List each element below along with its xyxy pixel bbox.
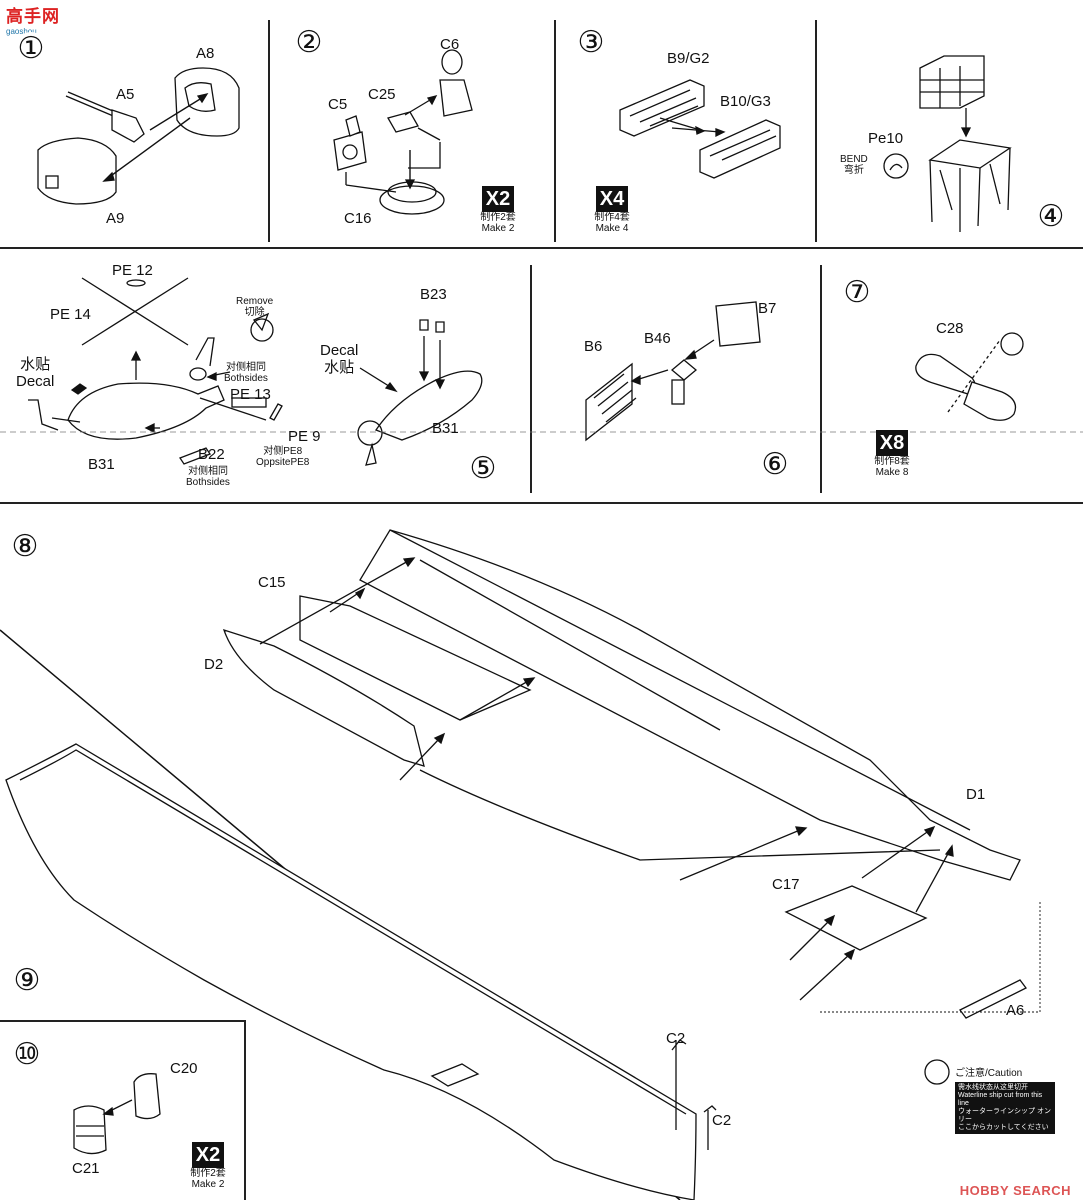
part-label-d1: D1: [966, 786, 986, 803]
divider-5a-5: [530, 265, 532, 493]
watermark-bottom-right: HOBBY SEARCH: [959, 1183, 1071, 1198]
step-number-5: ⑤: [466, 452, 500, 486]
part-label-a5: A5: [116, 86, 135, 103]
part-label-b31-right: B31: [432, 420, 459, 437]
part-label-b6: B6: [584, 338, 603, 355]
part-label-b46: B46: [644, 330, 671, 347]
divider-6-7: [820, 265, 822, 493]
step5-helicopter-art: [28, 277, 283, 465]
part-label-b7: B7: [758, 300, 777, 317]
step-number-8: ⑧: [8, 530, 42, 564]
part-label-c25: C25: [368, 86, 396, 103]
part-label-c6: C6: [440, 36, 460, 53]
step-number-9: ⑨: [10, 964, 44, 998]
part-label-c17: C17: [772, 876, 800, 893]
part-label-b31-left: B31: [88, 456, 115, 473]
step2-art: [333, 49, 473, 215]
step-number-1: ①: [14, 32, 48, 66]
make-2-step10: X2 制作2套 Make 2: [190, 1142, 226, 1190]
cutter-icon: [924, 1059, 950, 1085]
part-label-d2: D2: [204, 656, 224, 673]
part-label-pe12: PE 12: [112, 262, 153, 279]
step3-art: [619, 79, 781, 179]
part-label-b9-g2: B9/G2: [667, 50, 710, 67]
step1-art: [37, 67, 240, 205]
step-number-6: ⑥: [758, 448, 792, 482]
part-label-b10-g3: B10/G3: [720, 93, 771, 110]
part-label-c16: C16: [344, 210, 372, 227]
part-label-c2-upper: C2: [666, 1030, 686, 1047]
part-label-pe10: Pe10: [868, 130, 904, 147]
divider-step10-top: [0, 1020, 244, 1022]
step9-art: [0, 629, 717, 1200]
part-label-b22: B22: [198, 446, 225, 463]
part-label-c28: C28: [936, 320, 964, 337]
step-number-3: ③: [574, 26, 608, 60]
divider-1-2: [268, 20, 270, 242]
part-label-c2-lower: C2: [712, 1112, 732, 1129]
step6-art: [585, 301, 761, 442]
step-number-7: ⑦: [840, 276, 874, 310]
divider-row2: [0, 502, 1083, 504]
divider-row1: [0, 247, 1083, 249]
make-8-step7: X8 制作8套 Make 8: [874, 430, 910, 478]
make-4-step3: X4 制作4套 Make 4: [594, 186, 630, 234]
step8-art: [222, 529, 1041, 1019]
part-label-pe9: PE 9: [288, 428, 321, 445]
part-label-pe13: PE 13: [230, 386, 271, 403]
part-label-a9: A9: [106, 210, 125, 227]
step5b-art: [357, 319, 483, 466]
part-label-b23: B23: [420, 286, 447, 303]
part-label-c15: C15: [258, 574, 286, 591]
step7-art: [915, 332, 1024, 421]
divider-3-4: [815, 20, 817, 242]
part-label-c20: C20: [170, 1060, 198, 1077]
step-number-4: ④: [1034, 200, 1068, 234]
step-number-2: ②: [292, 26, 326, 60]
caution-box: 需水线状态从这里切开 Waterline ship cut from this …: [955, 1082, 1055, 1134]
part-label-c5: C5: [328, 96, 348, 113]
divider-2-3: [554, 20, 556, 242]
make-2-step2: X2 制作2套 Make 2: [480, 186, 516, 234]
part-label-a8: A8: [196, 45, 215, 62]
step-number-10: ⑩: [10, 1038, 44, 1072]
part-label-c21: C21: [72, 1160, 100, 1177]
divider-step10-right: [244, 1020, 246, 1200]
caution-note: ご注意/Caution 需水线状态从这里切开 Waterline ship cu…: [955, 1064, 1055, 1134]
part-label-a6: A6: [1006, 1002, 1025, 1019]
step4-art: [883, 55, 1012, 232]
part-label-pe14: PE 14: [50, 306, 91, 323]
step10-art: [73, 1073, 161, 1155]
